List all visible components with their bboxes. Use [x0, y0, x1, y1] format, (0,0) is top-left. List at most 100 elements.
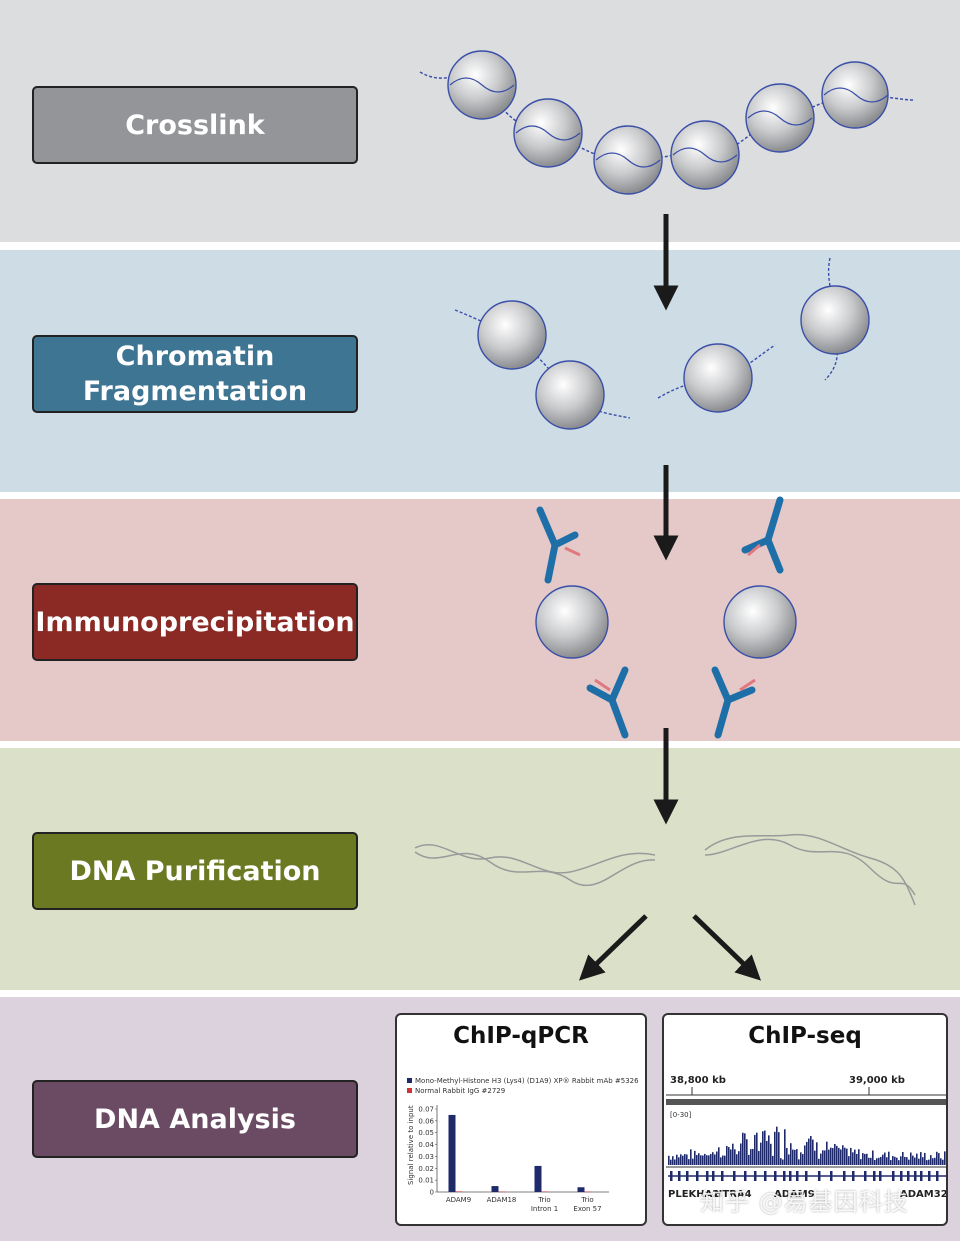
signal-bar: [936, 1151, 938, 1165]
signal-bar: [780, 1158, 782, 1165]
step-fragmentation-label: Chromatin Fragmentation: [32, 335, 358, 413]
bar-group: [448, 1114, 592, 1193]
step-immunoprecipitation-label: Immunoprecipitation: [32, 583, 358, 661]
signal-bar: [746, 1139, 748, 1165]
signal-bar: [698, 1153, 700, 1165]
signal-bar: [810, 1135, 812, 1165]
y-ticks: 0.070.060.050.040.030.020.010: [418, 1106, 437, 1197]
signal-bar: [822, 1150, 824, 1165]
chip-seq-title: ChIP-seq: [748, 1023, 862, 1049]
step-analysis-label: DNA Analysis: [32, 1080, 358, 1158]
signal-bar: [868, 1157, 870, 1165]
signal-bar: [794, 1149, 796, 1165]
exon-mark: [764, 1171, 767, 1181]
signal-bar: [764, 1130, 766, 1165]
signal-bar: [786, 1147, 788, 1165]
exon-mark: [873, 1171, 876, 1181]
exon-mark: [928, 1171, 931, 1181]
signal-bar: [808, 1138, 810, 1165]
signal-bar: [784, 1129, 786, 1165]
exon-mark: [920, 1171, 923, 1181]
signal-bar: [922, 1157, 924, 1165]
signal-bar: [800, 1152, 802, 1165]
signal-bar: [694, 1150, 696, 1165]
seq-track: 38,800 kb 39,000 kb [0-30] PLEKHA2 HTRA4…: [666, 1075, 948, 1200]
signal-bar: [878, 1157, 880, 1165]
signal-bar: [892, 1156, 894, 1165]
signal-bar: [894, 1156, 896, 1165]
exon-mark: [900, 1171, 903, 1181]
signal-bar: [728, 1147, 730, 1165]
signal-bar: [704, 1153, 706, 1165]
qpcr-chart: Mono-Methyl-Histone H3 (Lys4) (D1A9) XP®…: [407, 1077, 639, 1213]
signal-bar: [940, 1158, 942, 1165]
exon-mark: [843, 1171, 846, 1181]
signal-bar: [890, 1160, 892, 1165]
signal-bar: [708, 1155, 710, 1165]
bar-mab: [448, 1114, 456, 1192]
signal-bar: [884, 1152, 886, 1165]
signal-bar: [778, 1132, 780, 1165]
legend-igg: Normal Rabbit IgG #2729: [415, 1087, 505, 1095]
exon-mark: [721, 1171, 724, 1181]
signal-bar: [838, 1147, 840, 1165]
signal-bar: [870, 1157, 872, 1165]
signal-bar: [792, 1149, 794, 1165]
step-immunoprecipitation-text: Immunoprecipitation: [35, 606, 355, 638]
gene-plekha2: PLEKHA2: [668, 1189, 719, 1200]
step-crosslink-label: Crosslink: [32, 86, 358, 164]
signal-bar: [926, 1160, 928, 1165]
signal-bar: [904, 1156, 906, 1165]
signal-bar: [816, 1142, 818, 1165]
exon-mark: [670, 1171, 673, 1181]
signal-bar: [730, 1149, 732, 1165]
exon-mark: [805, 1171, 808, 1181]
signal-bar: [688, 1159, 690, 1165]
signal-bar: [804, 1145, 806, 1165]
signal-bar: [918, 1158, 920, 1165]
exon-mark: [744, 1171, 747, 1181]
chip-qpcr-title: ChIP-qPCR: [453, 1023, 589, 1049]
bar-igg: [584, 1191, 592, 1193]
signal-bar: [676, 1154, 678, 1165]
exon-mark: [879, 1171, 882, 1181]
process-illustration: [414, 50, 916, 981]
signal-bar: [736, 1154, 738, 1165]
signal-bar: [938, 1153, 940, 1165]
signal-bar: [684, 1154, 686, 1165]
signal-bar: [844, 1147, 846, 1165]
signal-bar: [836, 1145, 838, 1165]
signal-bar: [906, 1157, 908, 1165]
signal-bar: [908, 1159, 910, 1165]
signal-bar: [900, 1156, 902, 1165]
signal-bar: [824, 1150, 826, 1165]
category-label: Exon 57: [573, 1205, 601, 1213]
y-tick-label: 0.06: [418, 1117, 434, 1125]
signal-bar: [916, 1153, 918, 1165]
category-label: ADAM9: [446, 1196, 471, 1204]
signal-bar: [758, 1150, 760, 1165]
signal-bar: [934, 1157, 936, 1165]
signal-bar: [832, 1148, 834, 1165]
signal-bar: [830, 1147, 832, 1165]
signal-bar: [806, 1141, 808, 1165]
antibody-complexes: [535, 496, 797, 739]
exon-mark: [754, 1171, 757, 1181]
signal-bar: [834, 1143, 836, 1165]
signal-bar: [678, 1157, 680, 1165]
signal-bar: [796, 1149, 798, 1165]
signal-bar: [686, 1154, 688, 1165]
signal-bar: [700, 1155, 702, 1165]
signal-bar: [920, 1152, 922, 1165]
signal-bar: [790, 1143, 792, 1165]
signal-bar: [690, 1149, 692, 1165]
range-label: [0-30]: [670, 1111, 692, 1119]
gene-adam32: ADAM32: [900, 1189, 948, 1200]
signal-bar: [682, 1155, 684, 1165]
exon-mark: [783, 1171, 786, 1181]
bar-igg: [541, 1191, 549, 1193]
signal-bar: [672, 1156, 674, 1165]
signal-bar: [772, 1155, 774, 1165]
exon-mark: [712, 1171, 715, 1181]
